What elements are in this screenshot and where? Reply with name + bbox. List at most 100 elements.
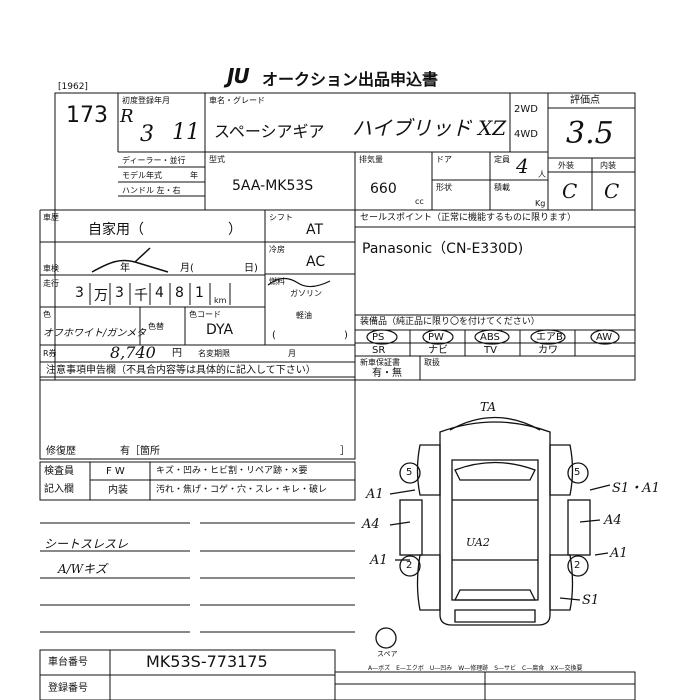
manual-label: 新車保証書 — [360, 358, 400, 367]
displacement-unit: cc — [415, 197, 424, 206]
shift-label: シフト — [269, 213, 293, 222]
fuel-label: 燃料 — [269, 277, 285, 286]
fuel-paren-open: ( — [272, 330, 276, 341]
circle-code-ll: 2 — [406, 560, 413, 571]
mileage-digit-3: 3 — [115, 285, 124, 301]
exterior-grade: C — [562, 179, 578, 203]
equip-ps: PS — [372, 332, 385, 343]
interior-label: 内装 — [600, 161, 616, 170]
fw-label: F W — [106, 466, 125, 477]
repair-close: ］ — [340, 446, 350, 457]
sales-point-value: Panasonic（CN-E330D) — [362, 241, 524, 257]
drive-4wd: 4WD — [514, 129, 538, 140]
inspection-label: 車検 — [43, 264, 59, 273]
recycle-unit: 円 — [172, 348, 182, 359]
notes-label: 注意事項申告欄（不具合内容等は具体的に記入して下さい） — [46, 365, 316, 376]
model-year-unit: 年 — [190, 171, 198, 180]
capacity-label: 定員 — [494, 155, 510, 164]
interior-inspect-label: 内装 — [108, 485, 128, 496]
model-type: 5AA-MK53S — [232, 178, 314, 194]
repair-label: 修復歴 — [46, 446, 76, 457]
mark-roof: UA2 — [466, 536, 490, 549]
equip-airbag: エアB — [536, 332, 563, 343]
reg-number-label: 登録番号 — [48, 683, 88, 694]
score-label: 評価点 — [570, 95, 600, 106]
mark-right-top: S1・A1 — [612, 481, 660, 496]
dealer-label: ディーラー・並行 — [122, 156, 186, 165]
lot-number: 173 — [66, 103, 108, 128]
drive-2wd: 2WD — [514, 104, 538, 115]
score-value: 3.5 — [566, 116, 614, 151]
chassis-label: 車台番号 — [48, 657, 88, 668]
equip-sr: SR — [372, 345, 386, 356]
circle-code-ul: 5 — [406, 467, 413, 478]
mark-left-lower: A1 — [370, 553, 388, 568]
chassis-value: MK53S-773175 — [146, 652, 268, 671]
reg-year: 3 — [140, 122, 154, 147]
color-code: DYA — [206, 322, 234, 338]
handle-label: ハンドル 左・右 — [122, 186, 181, 195]
mileage-digit-4: 千 — [134, 288, 148, 304]
mileage-unit: km — [214, 296, 227, 305]
header-logo: JU — [227, 64, 250, 88]
recycle-value: 8,740 — [110, 343, 156, 362]
color-change-label: 色替 — [148, 322, 164, 331]
recycle-label: R券 — [43, 349, 57, 358]
inspector-label-1: 検査員 — [44, 466, 74, 477]
shift-value: AT — [306, 222, 324, 238]
manual-value: 有・無 — [372, 368, 402, 379]
inspector-label-2: 記入欄 — [44, 484, 74, 495]
reg-year-label: 初度登録年月 — [122, 96, 170, 105]
mileage-digit-6: 8 — [175, 285, 184, 301]
equip-abs: ABS — [480, 332, 500, 343]
displacement: 660 — [370, 181, 397, 197]
remark-2: A/Wキズ — [58, 562, 108, 576]
mileage-digit-5: 4 — [155, 285, 164, 301]
equip-tv: TV — [484, 345, 497, 356]
door-label: ドア — [436, 155, 452, 164]
form-code: [1962] — [58, 82, 88, 92]
model-year-label: モデル年式 — [122, 171, 162, 180]
inspection-year: 年 — [120, 263, 130, 274]
other-label: 取扱 — [424, 358, 440, 367]
equip-aw: AW — [596, 332, 613, 343]
fuel-gasoline: ガソリン — [290, 289, 322, 298]
remark-1: シートスレスレ — [44, 537, 129, 551]
mark-right-lower: A1 — [610, 546, 628, 561]
mark-left-upper: A1 — [366, 487, 384, 502]
reg-month: 11 — [172, 120, 200, 145]
car-name-label: 車名・グレード — [209, 96, 265, 105]
ac-value: AC — [306, 254, 326, 270]
interior-grade: C — [604, 179, 620, 203]
mileage-digit-7: 1 — [195, 285, 204, 301]
mileage-digit-2: 万 — [94, 288, 108, 304]
loading-label: 積載 — [494, 183, 510, 192]
capacity-value: 4 — [516, 154, 529, 178]
history-label: 車歴 — [43, 213, 59, 222]
equip-navi: ナビ — [428, 345, 448, 356]
circle-code-ur: 5 — [574, 467, 581, 478]
car-name: スペーシアギア — [214, 122, 325, 141]
exterior-label: 外装 — [558, 161, 574, 170]
fuel-paren-close: ) — [344, 330, 348, 341]
spare-label: スペア — [377, 650, 398, 658]
reg-era: R — [120, 106, 134, 127]
history-value: 自家用（ ） — [88, 222, 242, 238]
mark-right-mid: A4 — [604, 513, 622, 528]
model-type-label: 型式 — [209, 155, 225, 164]
shape-label: 形状 — [436, 183, 452, 192]
name-change-label: 名変期限 — [198, 349, 230, 358]
repair-value: 有［箇所 — [120, 446, 160, 457]
fuel-light-oil: 軽油 — [296, 311, 312, 320]
capacity-unit: 人 — [538, 170, 546, 179]
mark-left-mid: A4 — [362, 517, 380, 532]
equip-leather: カワ — [538, 345, 558, 356]
inspection-month: 月( — [180, 263, 194, 274]
mark-bottom-right: S1 — [582, 593, 600, 608]
equip-pw: PW — [428, 332, 444, 343]
car-grade: ハイブリッド XZ — [352, 116, 507, 140]
